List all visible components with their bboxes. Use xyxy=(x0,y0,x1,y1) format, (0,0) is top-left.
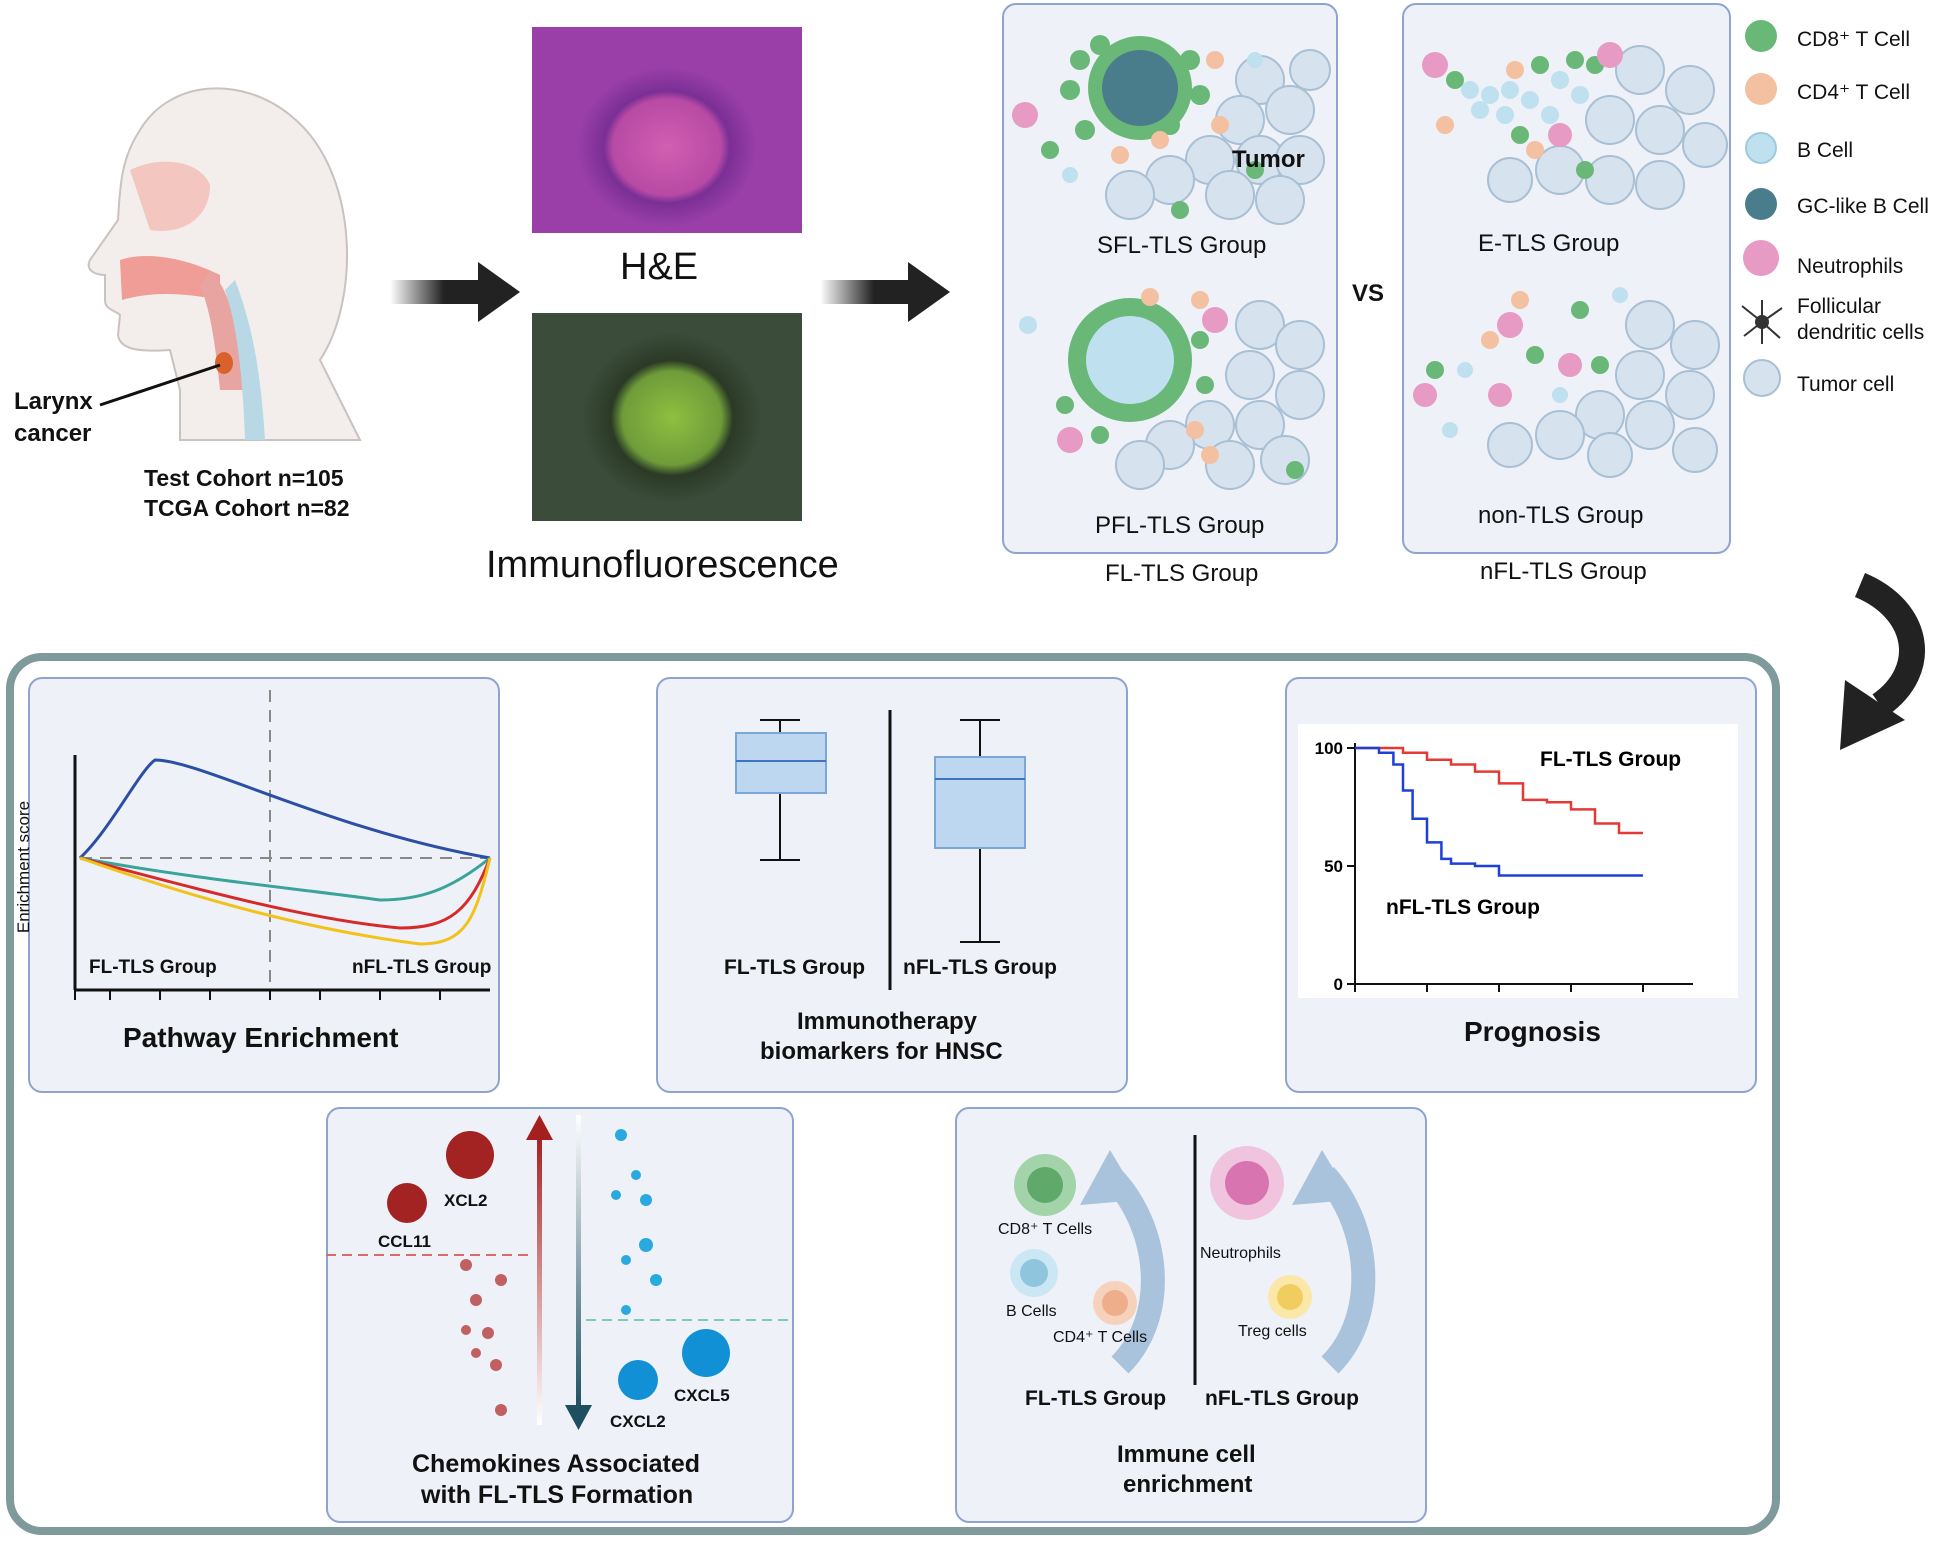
legend: CD8⁺ T Cell CD4⁺ T Cell B Cell GC-like B… xyxy=(1740,15,1949,415)
legend-b-cell: B Cell xyxy=(1797,139,1854,162)
legend-gc-b-cell: GC-like B Cell xyxy=(1797,195,1929,218)
pathway-left-label: FL-TLS Group xyxy=(89,957,217,978)
pathway-title: Pathway Enrichment xyxy=(123,1022,399,1053)
b-cell-icon xyxy=(1745,132,1777,164)
prognosis-title: Prognosis xyxy=(1464,1016,1601,1047)
prognosis-plot-bg xyxy=(1298,724,1738,998)
tumor-cell-icon xyxy=(1743,359,1781,397)
curved-arrow-icon xyxy=(1840,573,1925,750)
fdc-icon xyxy=(1741,300,1783,344)
cd4-t-cell-icon xyxy=(1745,73,1777,105)
larynx-pointer-line xyxy=(99,363,221,407)
immunotherapy-title-1: Immunotherapy xyxy=(797,1008,978,1035)
immune-left-label: FL-TLS Group xyxy=(1025,1387,1167,1410)
test-cohort-label: Test Cohort n=105 xyxy=(144,465,344,491)
chemokines-title-1: Chemokines Associated xyxy=(412,1450,701,1478)
km-series-label-nfl: nFL-TLS Group xyxy=(1386,896,1540,919)
head-illustration xyxy=(87,87,362,441)
immunotherapy-panel xyxy=(656,677,1128,1093)
arrow-right-icon xyxy=(390,262,520,322)
immunotherapy-title-2: biomarkers for HNSC xyxy=(760,1038,1003,1065)
immunofluorescence-label: Immunofluorescence xyxy=(486,544,839,586)
vs-label: VS xyxy=(1352,280,1385,307)
immunotherapy-right-label: nFL-TLS Group xyxy=(903,956,1057,979)
km-y-tick-label: 0 xyxy=(1334,975,1343,994)
larynx-label-1: Larynx xyxy=(14,388,93,415)
immunotherapy-left-label: FL-TLS Group xyxy=(724,956,866,979)
tcga-cohort-label: TCGA Cohort n=82 xyxy=(144,495,350,521)
tumor-site-icon xyxy=(215,352,233,374)
he-label: H&E xyxy=(620,246,699,288)
immune-title-1: Immune cell xyxy=(1117,1441,1256,1468)
pathway-curve-teal xyxy=(79,856,491,902)
neutrophils-label: Neutrophils xyxy=(1200,1245,1281,1262)
pathway-enrichment-plot xyxy=(73,690,492,1000)
he-stain-image xyxy=(532,27,802,233)
pathway-curve-blue xyxy=(78,758,491,860)
immune-right-label: nFL-TLS Group xyxy=(1205,1387,1359,1410)
e-tls-illustration xyxy=(1422,42,1728,210)
fl-tls-group-label: FL-TLS Group xyxy=(1105,560,1259,587)
prognosis-km-plot: 100 50 0 FL-TLS Group nFL-TLS Group xyxy=(1315,739,1693,994)
xcl2-label: XCL2 xyxy=(444,1191,488,1210)
legend-cd8: CD8⁺ T Cell xyxy=(1797,28,1911,51)
km-series-label-fl: FL-TLS Group xyxy=(1540,748,1681,771)
chemokines-panel xyxy=(326,1107,794,1523)
km-y-tick-label: 100 xyxy=(1315,739,1343,758)
treg-cells-label: Treg cells xyxy=(1238,1323,1307,1340)
pfl-tls-illustration xyxy=(1019,288,1325,490)
cd4-cells-label: CD4⁺ T Cells xyxy=(1053,1329,1148,1346)
neutrophil-icon xyxy=(1743,240,1779,276)
tumor-label: Tumor xyxy=(1232,146,1305,173)
immune-title-2: enrichment xyxy=(1123,1471,1253,1498)
legend-cd4: CD4⁺ T Cell xyxy=(1797,81,1911,104)
cd8-t-cell-icon xyxy=(1745,20,1777,52)
cxcl5-label: CXCL5 xyxy=(674,1386,730,1405)
km-series-line-1 xyxy=(1355,746,1643,835)
non-tls-illustration xyxy=(1413,287,1720,478)
sfl-tls-illustration xyxy=(1012,35,1331,225)
immune-cell-illustration xyxy=(1010,1135,1376,1385)
immunofluorescence-image xyxy=(532,313,802,521)
immunotherapy-boxplot xyxy=(735,710,1026,990)
pfl-tls-label: PFL-TLS Group xyxy=(1095,512,1265,539)
sfl-tls-label: SFL-TLS Group xyxy=(1097,232,1267,259)
nfl-tls-group-label: nFL-TLS Group xyxy=(1480,558,1647,585)
legend-fdc-1: Follicular xyxy=(1797,295,1882,318)
chemokines-plot xyxy=(326,1115,790,1430)
km-series-line-2 xyxy=(1355,746,1643,877)
e-tls-label: E-TLS Group xyxy=(1478,230,1620,257)
results-panel xyxy=(6,653,1780,1535)
cd8-cells-label: CD8⁺ T Cells xyxy=(998,1221,1093,1238)
cxcl2-label: CXCL2 xyxy=(610,1412,666,1431)
ccl11-label: CCL11 xyxy=(378,1232,431,1251)
arrow-right-icon xyxy=(820,262,950,322)
km-y-tick-label: 50 xyxy=(1324,857,1343,876)
legend-neutrophils: Neutrophils xyxy=(1797,255,1904,278)
pathway-ylabel: Enrichment score xyxy=(14,800,34,934)
non-tls-label: non-TLS Group xyxy=(1478,502,1644,529)
pathway-curve-yellow xyxy=(79,856,492,946)
pathway-right-label: nFL-TLS Group xyxy=(352,957,492,978)
larynx-label-2: cancer xyxy=(14,420,92,447)
legend-tumor-cell: Tumor cell xyxy=(1797,373,1895,396)
gc-b-cell-icon xyxy=(1745,188,1777,220)
b-cells-label: B Cells xyxy=(1006,1303,1057,1320)
pathway-curve-red xyxy=(79,856,492,930)
chemokines-title-2: with FL-TLS Formation xyxy=(421,1481,694,1509)
legend-fdc-2: dendritic cells xyxy=(1797,321,1925,344)
